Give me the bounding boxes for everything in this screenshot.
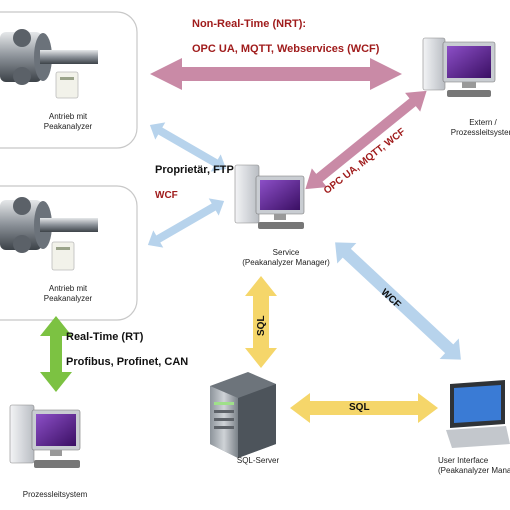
drive-box-top	[0, 11, 138, 149]
drive-top-service-arrow	[149, 122, 227, 172]
sql-horizontal-arrow	[290, 393, 438, 423]
service-ui-wcf-arrow	[335, 242, 461, 360]
drive-top-label: Antrieb mit Peakanalyzer	[43, 112, 93, 131]
sql-server-icon	[210, 372, 276, 458]
extern-label: Extern / Prozessleitsystem	[450, 118, 510, 137]
nrt-title-label: Non-Real-Time (NRT):	[192, 18, 307, 30]
sql-horizontal-label: SQL	[349, 402, 370, 413]
rt-protocols-label: Profibus, Profinet, CAN	[66, 356, 189, 368]
service-label: Service (Peakanalyzer Manager)	[242, 248, 330, 267]
sql-server-label: SQL-Server	[236, 456, 280, 465]
sql-vertical-arrow	[245, 276, 277, 368]
extern-service-arrow	[305, 90, 427, 190]
drive-icon-mid	[0, 197, 98, 271]
user-interface-label: User Interface (Peakanalyzer Manager)	[438, 456, 510, 475]
wcf-left-label: WCF	[155, 190, 178, 201]
laptop-icon	[446, 380, 510, 448]
extern-computer-icon	[422, 37, 496, 97]
rt-title-label: Real-Time (RT)	[66, 331, 144, 343]
nrt-arrow	[150, 58, 402, 90]
drive-icon-top	[0, 29, 98, 99]
service-computer-icon	[234, 164, 305, 229]
prozessleitsystem-computer-icon	[9, 404, 81, 468]
drive-mid-service-arrow	[147, 198, 225, 248]
nrt-protocols-label: OPC UA, MQTT, Webservices (WCF)	[192, 43, 380, 55]
rt-arrow	[40, 316, 72, 392]
drive-mid-label: Antrieb mit Peakanalyzer	[43, 284, 93, 303]
sql-vertical-label: SQL	[256, 315, 267, 336]
prozessleitsystem-label: Prozessleitsystem	[22, 490, 88, 499]
proprietary-label: Proprietär, FTP	[155, 164, 234, 176]
